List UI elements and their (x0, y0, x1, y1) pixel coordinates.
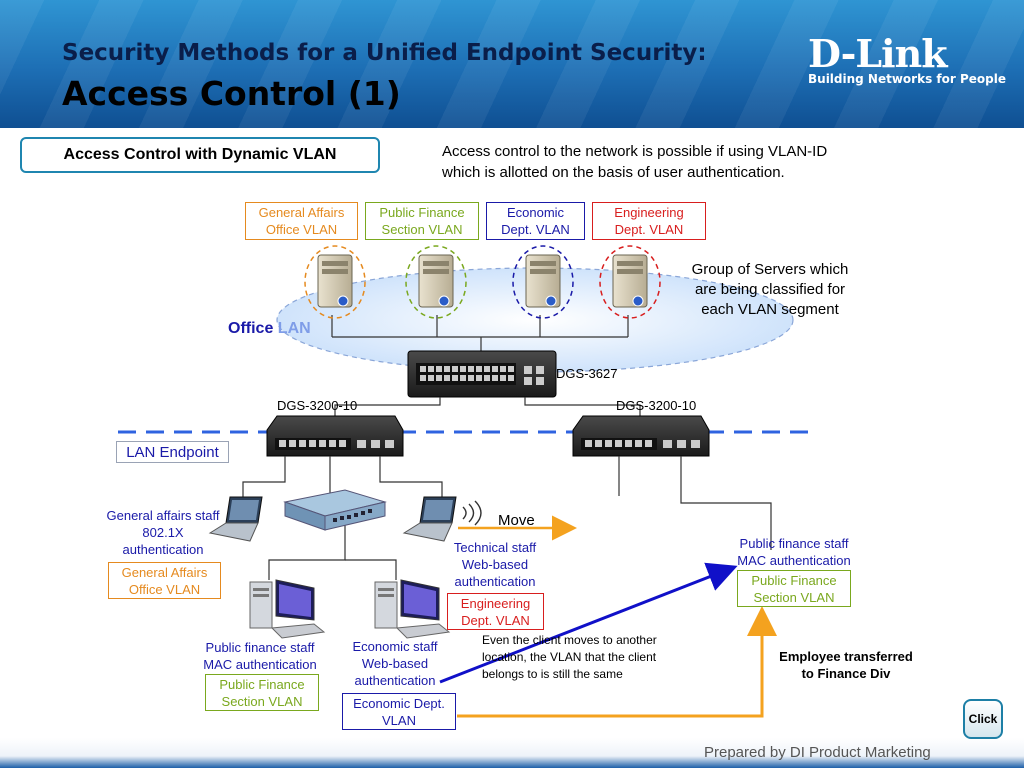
server-icon (525, 254, 561, 308)
lan-endpoint-label: LAN Endpoint (116, 441, 229, 463)
edge-switch-left-icon (266, 415, 404, 457)
office-lan-label: Office LAN (228, 320, 311, 337)
core-switch-icon (407, 350, 557, 398)
server-icon (612, 254, 648, 308)
header-banner: Security Methods for a Unified Endpoint … (0, 0, 1024, 128)
edge-switch-right-icon (572, 415, 710, 457)
intro-text: Access control to the network is possibl… (442, 143, 828, 181)
footer-text: Prepared by DI Product Marketing (704, 744, 931, 761)
server-icon (317, 254, 353, 308)
laptop-icon (208, 496, 263, 542)
endpoint-links (242, 456, 772, 580)
slide-title-line1: Security Methods for a Unified Endpoint … (62, 40, 707, 66)
laptop-icon (402, 496, 457, 542)
move-label: Move (498, 512, 535, 529)
section-title-box: Access Control with Dynamic VLAN (20, 137, 380, 173)
economic-vlan-label: Economic Dept.VLAN (342, 693, 456, 730)
click-button[interactable]: Click (963, 699, 1003, 739)
core-switch-label: DGS-3627 (556, 366, 618, 381)
server-links (331, 315, 629, 352)
desktop-pc-icon (374, 579, 451, 639)
hub-icon (283, 489, 387, 531)
logo-tagline: Building Networks for People (808, 72, 1006, 86)
transfer-arrow (439, 562, 738, 684)
desktop-pc-icon (249, 579, 326, 639)
dlink-logo: D-Link Building Networks for People (808, 31, 1006, 87)
edge-switch-right-label: DGS-3200-10 (616, 398, 697, 413)
uplinks (334, 397, 641, 416)
wireless-icon (462, 500, 482, 526)
server-icon (418, 254, 454, 308)
edge-switch-left-label: DGS-3200-10 (277, 398, 358, 413)
logo-brand: D-Link (808, 31, 948, 76)
slide-title-line2: Access Control (1) (62, 74, 401, 113)
vlan-persistence-arrow (457, 606, 777, 718)
